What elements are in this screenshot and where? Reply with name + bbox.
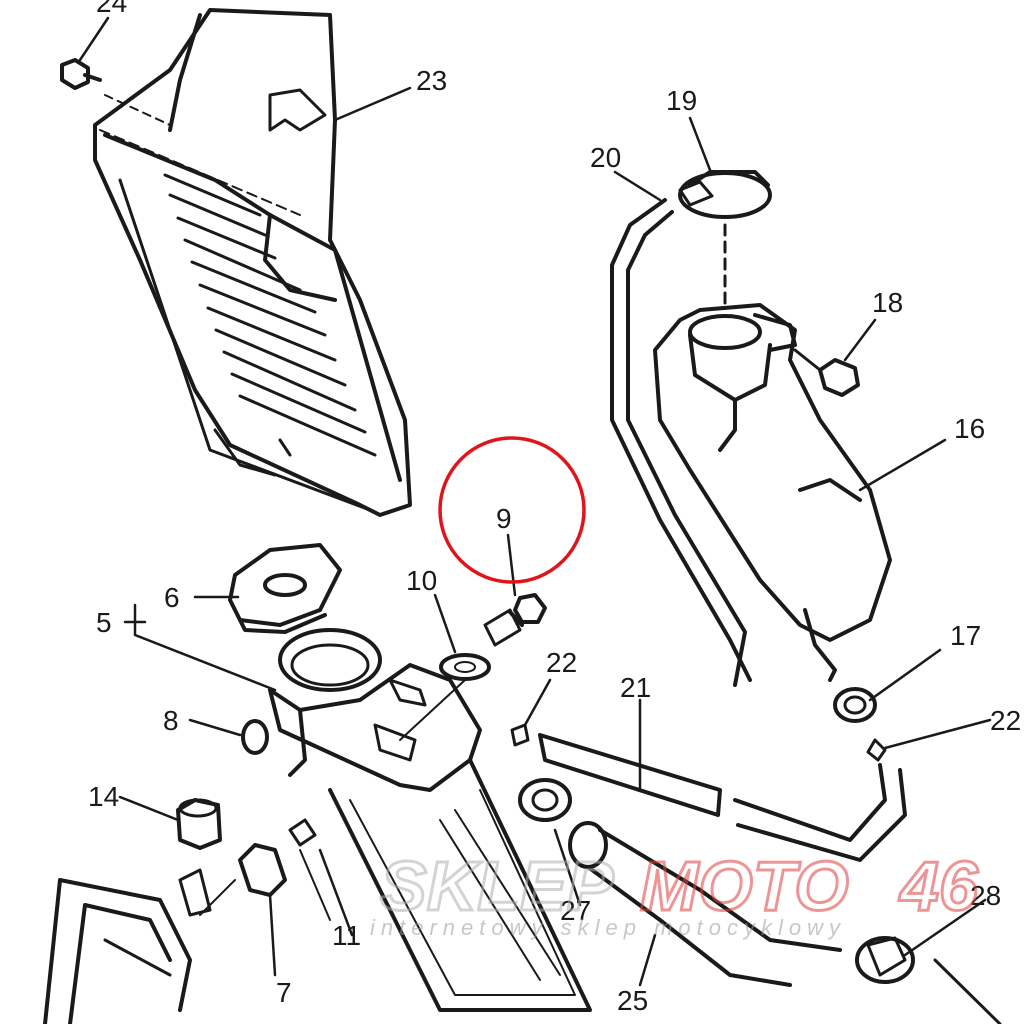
hose-21: [538, 733, 907, 862]
watermark-tagline: internetowy sklep motocyklowy: [370, 915, 846, 940]
clamp-28: [855, 936, 1002, 1024]
highlight-circle: [438, 436, 586, 584]
callout-24: 24: [96, 0, 127, 18]
callout-21: 21: [620, 672, 651, 703]
callout-22-right: 22: [990, 705, 1021, 736]
callout-22-left: 22: [546, 647, 577, 678]
watermark-brand-sklep: SKLEP: [380, 847, 614, 925]
callout-labels: 24 23 19 20 18 16 9 10 6 5 22 21 17 22 8…: [88, 0, 1021, 1016]
radiator-5: [268, 628, 592, 1012]
overflow-hose-20: [610, 198, 752, 687]
callout-19: 19: [666, 85, 697, 116]
screw-18: [793, 348, 860, 397]
watermark-brand-moto: MOTO: [640, 847, 849, 925]
callout-18: 18: [872, 287, 903, 318]
callout-9: 9: [496, 503, 512, 534]
reservoir-cap-19: [678, 170, 772, 307]
clip-22-right: [866, 738, 887, 762]
callout-20: 20: [590, 142, 621, 173]
callout-28: 28: [970, 880, 1001, 911]
radiator-cap-6: [228, 543, 342, 634]
grommet-14: [176, 798, 222, 850]
radiator-cover-23: [93, 8, 412, 517]
callout-14: 14: [88, 781, 119, 812]
callout-6: 6: [164, 582, 180, 613]
coolant-reservoir-16: [653, 303, 892, 682]
callout-11: 11: [332, 920, 361, 951]
watermark: SKLEP MOTO 46 internetowy sklep motocykl…: [370, 846, 980, 941]
collar-7: [238, 818, 317, 897]
grommet-17: [833, 687, 877, 723]
bolt-24: [60, 58, 171, 126]
hose-25: [568, 821, 842, 987]
callout-17: 17: [950, 620, 981, 651]
clamp-27: [518, 778, 572, 822]
washer-8: [241, 719, 269, 755]
washer-10: [399, 653, 491, 741]
callout-10: 10: [406, 565, 437, 596]
callout-23: 23: [416, 65, 447, 96]
callout-25: 25: [617, 985, 648, 1016]
clip-22-left: [510, 723, 530, 747]
frame-bracket: [43, 868, 236, 1024]
leader-lines: [78, 16, 992, 987]
callout-8: 8: [163, 705, 179, 736]
callout-16: 16: [954, 413, 985, 444]
callout-7: 7: [276, 977, 292, 1008]
watermark-brand-number: 46: [898, 847, 979, 925]
callout-5: 5: [96, 607, 112, 638]
callout-27: 27: [560, 895, 591, 926]
collar-11: [299, 849, 331, 921]
bolt-9: [483, 593, 547, 647]
